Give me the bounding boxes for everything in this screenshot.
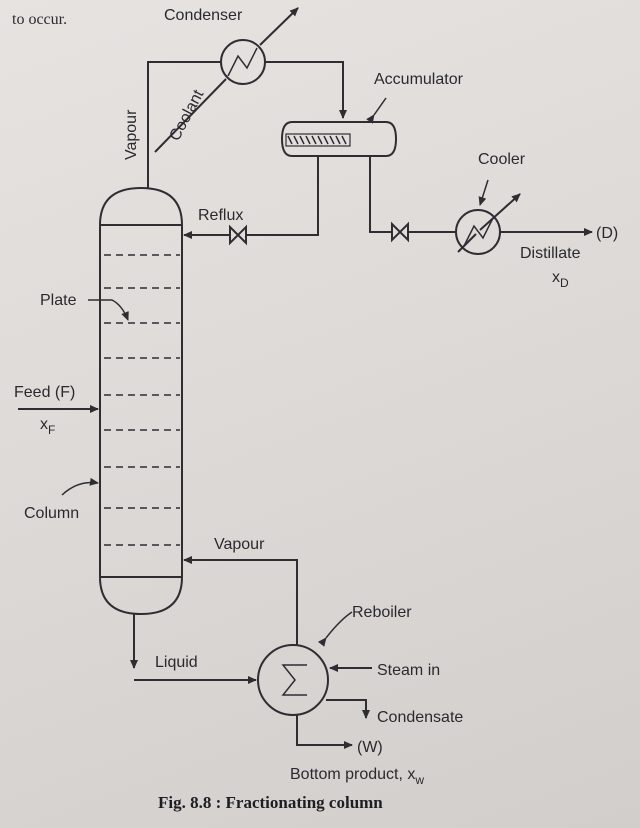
reboiler [257, 611, 353, 716]
xd-label: xD [552, 269, 569, 290]
coolant-line [154, 78, 227, 153]
figure-caption: Fig. 8.8 : Fractionating column [158, 793, 383, 812]
plate-pointer [88, 299, 129, 321]
distillate-d-label: (D) [596, 225, 618, 242]
reboiler-label: Reboiler [352, 604, 412, 621]
bottom-product-arrow [296, 715, 353, 749]
vapour-return-line [183, 556, 298, 645]
liquid-label: Liquid [155, 654, 198, 671]
steam-in-label: Steam in [377, 662, 440, 679]
accumulator-label: Accumulator [374, 71, 464, 88]
header-text: to occur. [12, 11, 67, 28]
distillate-label: Distillate [520, 245, 581, 262]
reflux-label: Reflux [198, 207, 243, 224]
vapour-bottom-label: Vapour [214, 536, 265, 553]
condensate-out-arrow [326, 699, 370, 719]
column-shell [99, 186, 183, 616]
coolant-out-arrow [259, 7, 299, 46]
condenser-label: Condenser [164, 7, 243, 24]
w-label: (W) [357, 739, 383, 756]
vapour-overhead-line [147, 61, 221, 188]
cooler [455, 179, 521, 255]
xf-label: xF [40, 416, 55, 437]
cooler-label: Cooler [478, 151, 526, 168]
coolant-label: Coolant [167, 87, 208, 144]
reflux-valve [229, 224, 247, 246]
condensate-line [265, 61, 347, 119]
accumulator [280, 97, 398, 157]
condensate-label: Condensate [377, 709, 463, 726]
vapour-top-label: Vapour [123, 109, 140, 160]
plate-label: Plate [40, 292, 77, 309]
column-label: Column [24, 505, 79, 522]
distillate-line [369, 156, 392, 233]
column-pointer [61, 477, 99, 496]
distillate-valve [391, 221, 409, 243]
bottom-product-label: Bottom product, xw [290, 766, 424, 787]
column-plates [104, 254, 180, 546]
reflux-line [246, 156, 319, 236]
feed-label: Feed (F) [14, 384, 75, 401]
